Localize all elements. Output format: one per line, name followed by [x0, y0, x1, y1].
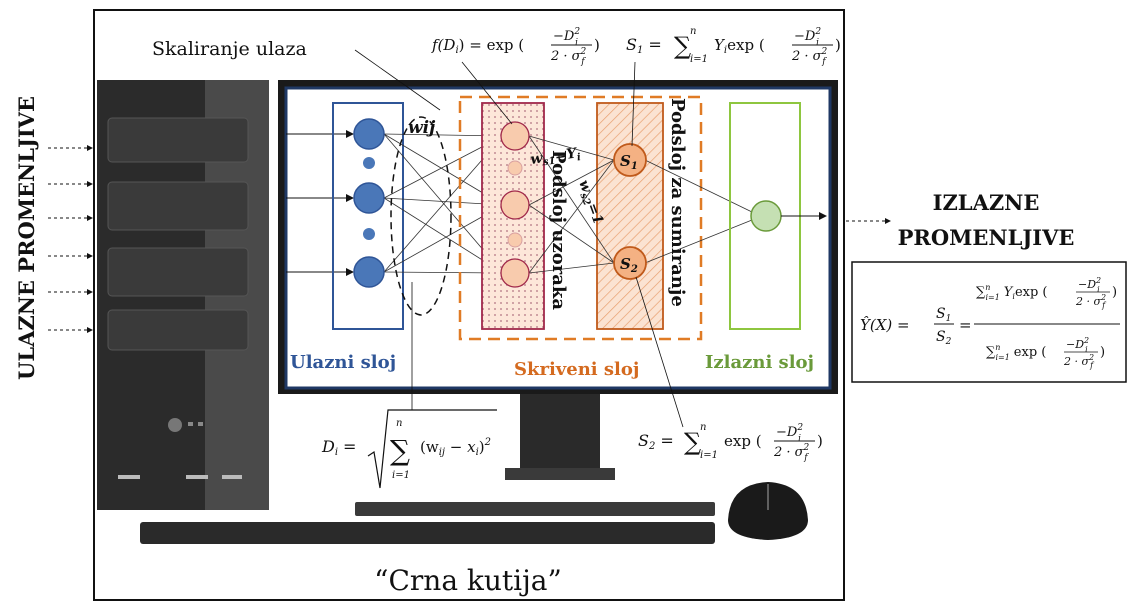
summation-node-s1: S1 [613, 143, 647, 177]
weights-label: wij [408, 118, 436, 138]
svg-text:2 · σ2f: 2 · σ2f [791, 47, 828, 67]
hidden-layer-box [458, 95, 703, 341]
edge-label-ws2: ws2=1 [573, 178, 606, 228]
output-node [750, 200, 782, 232]
output-layer-label: Izlazni sloj [705, 352, 814, 373]
summation-layer-box [596, 102, 664, 330]
computer-tower-icon [97, 80, 269, 510]
keyboard-icon [140, 522, 715, 544]
mouse-icon [728, 482, 808, 540]
pattern-node [500, 258, 530, 288]
svg-text:−D2i: −D2i [1066, 336, 1089, 354]
svg-text:−D2i: −D2i [776, 423, 803, 444]
hidden-layer-label: Skriveni sloj [514, 359, 639, 380]
pattern-node-ellipsis [507, 232, 523, 248]
formula-s1: S1= [626, 35, 662, 56]
svg-text:): ) [1112, 285, 1117, 300]
svg-text:exp (: exp ( [724, 432, 762, 450]
svg-text:−D2i: −D2i [1078, 276, 1101, 294]
scaling-callout: Skaliranje ulaza [152, 38, 307, 60]
summation-node-s2: S2 [613, 246, 647, 280]
pattern-nodes [500, 121, 530, 288]
output-variables-label-2: PROMENLJIVE [898, 225, 1075, 250]
svg-text:−D2i: −D2i [794, 27, 821, 48]
input-variables-label: ULAZNE PROMENLJIVE [14, 96, 39, 380]
formula-s2: S2= [638, 431, 674, 452]
svg-text:): ) [817, 432, 823, 450]
weights-ellipse [390, 116, 452, 316]
svg-text:∑: ∑ [674, 32, 691, 60]
black-box-frame [93, 9, 845, 601]
svg-text:2 · σ2f: 2 · σ2f [1063, 353, 1095, 370]
input-node [353, 182, 385, 214]
formula-f: f(Di) = exp ( [431, 36, 524, 56]
output-variables-label-1: IZLAZNE [933, 190, 1040, 215]
svg-text:∑: ∑ [390, 434, 410, 467]
svg-text:∑: ∑ [684, 428, 701, 456]
formula-d: Di= [321, 437, 356, 458]
svg-text:2 · σ2f: 2 · σ2f [773, 443, 810, 463]
svg-text:n: n [396, 418, 402, 429]
keyboard-top-icon [355, 502, 715, 516]
formula-y: Ŷ(X) = [860, 316, 910, 334]
pattern-node-ellipsis [507, 160, 523, 176]
svg-text:i=1: i=1 [690, 54, 708, 65]
svg-text:n: n [690, 26, 696, 37]
input-node [353, 256, 385, 288]
input-node-ellipsis [363, 228, 375, 240]
output-formula-box [851, 261, 1127, 383]
input-arrows [48, 145, 93, 333]
svg-text:S1: S1 [620, 152, 638, 172]
svg-text:2 · σ2f: 2 · σ2f [550, 47, 587, 67]
svg-text:S2: S2 [620, 255, 638, 275]
svg-text:=: = [959, 316, 972, 334]
svg-text:i=1: i=1 [392, 470, 410, 481]
svg-text:−D2i: −D2i [553, 27, 580, 48]
svg-text:): ) [594, 36, 600, 54]
svg-text:): ) [835, 36, 841, 54]
input-node [353, 118, 385, 150]
pattern-sublayer-label: Podsloj uzoraka [548, 150, 569, 310]
edge-label-ws1: ws1=Yi [529, 145, 581, 170]
svg-text:i=1: i=1 [700, 450, 718, 461]
pattern-summation-connections [528, 135, 615, 274]
input-layer-box [332, 102, 404, 330]
svg-text:S2: S2 [936, 329, 952, 347]
input-layer-label: Ulazni sloj [290, 352, 396, 373]
svg-text:(wij − xi)2: (wij − xi)2 [420, 437, 491, 458]
summation-sublayer-label: Podsloj za sumiranje [667, 98, 688, 307]
svg-text:): ) [1100, 345, 1105, 360]
formula-leaders [411, 61, 684, 428]
svg-text:2 · σ2f: 2 · σ2f [1075, 293, 1107, 310]
svg-text:S1: S1 [936, 306, 951, 324]
pattern-node [500, 190, 530, 220]
pattern-node [500, 121, 530, 151]
svg-text:n: n [700, 422, 706, 433]
black-box-caption: “Crna kutija” [374, 564, 562, 597]
svg-text:Yiexp (: Yiexp ( [714, 36, 765, 56]
input-node-ellipsis [363, 157, 375, 169]
input-nodes [353, 118, 385, 288]
